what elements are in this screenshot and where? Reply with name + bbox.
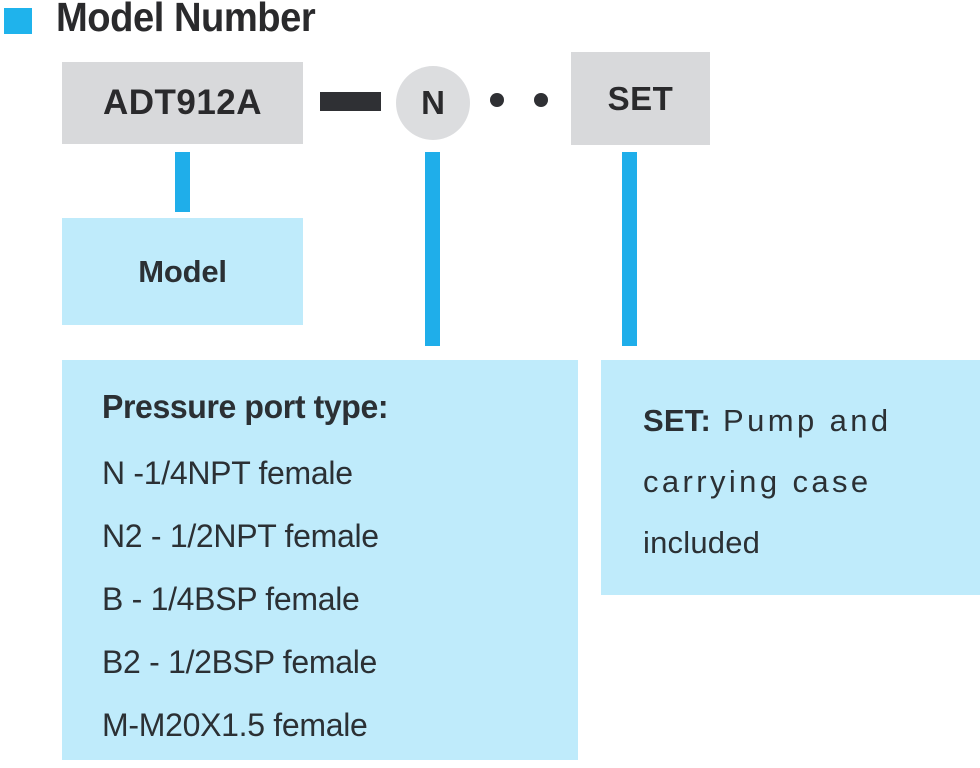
port-code-chip: N: [396, 66, 470, 140]
pressure-port-option: B - 1/4BSP female: [102, 581, 360, 617]
set-code-label: SET: [607, 79, 674, 117]
set-panel-line-1: SET: Pump and: [643, 390, 980, 451]
set-panel-line-2: carrying case: [643, 464, 872, 499]
pressure-port-heading: Pressure port type:: [102, 388, 389, 425]
model-panel-label: Model: [138, 253, 227, 289]
pressure-port-option: N2 - 1/2NPT female: [102, 518, 379, 554]
pressure-port-option: M-M20X1.5 female: [102, 707, 368, 743]
set-code-chip: SET: [571, 52, 710, 145]
connector-pressure-port-icon: [425, 152, 440, 346]
pressure-port-option: N -1/4NPT female: [102, 455, 353, 491]
port-code-label: N: [421, 84, 445, 121]
dash-separator-icon: [320, 92, 381, 111]
set-panel-line-1-rest: Pump and: [710, 403, 892, 438]
model-code-label: ADT912A: [102, 83, 263, 122]
set-panel-prefix: SET:: [643, 403, 711, 438]
page-title: Model Number: [56, 0, 316, 40]
section-marker-icon: [4, 8, 32, 34]
connector-set-icon: [622, 152, 637, 346]
pressure-port-panel: Pressure port type: N -1/4NPT female N2 …: [62, 360, 578, 760]
connector-model-icon: [175, 152, 190, 212]
dot-separator-icon-2: [534, 93, 548, 107]
dot-separator-icon-1: [490, 93, 504, 107]
model-code-chip: ADT912A: [62, 62, 303, 144]
set-panel-line-3: included: [643, 525, 761, 560]
model-panel: Model: [62, 218, 303, 325]
pressure-port-option: B2 - 1/2BSP female: [102, 644, 378, 680]
set-panel: SET: Pump and carrying case included: [601, 360, 980, 595]
